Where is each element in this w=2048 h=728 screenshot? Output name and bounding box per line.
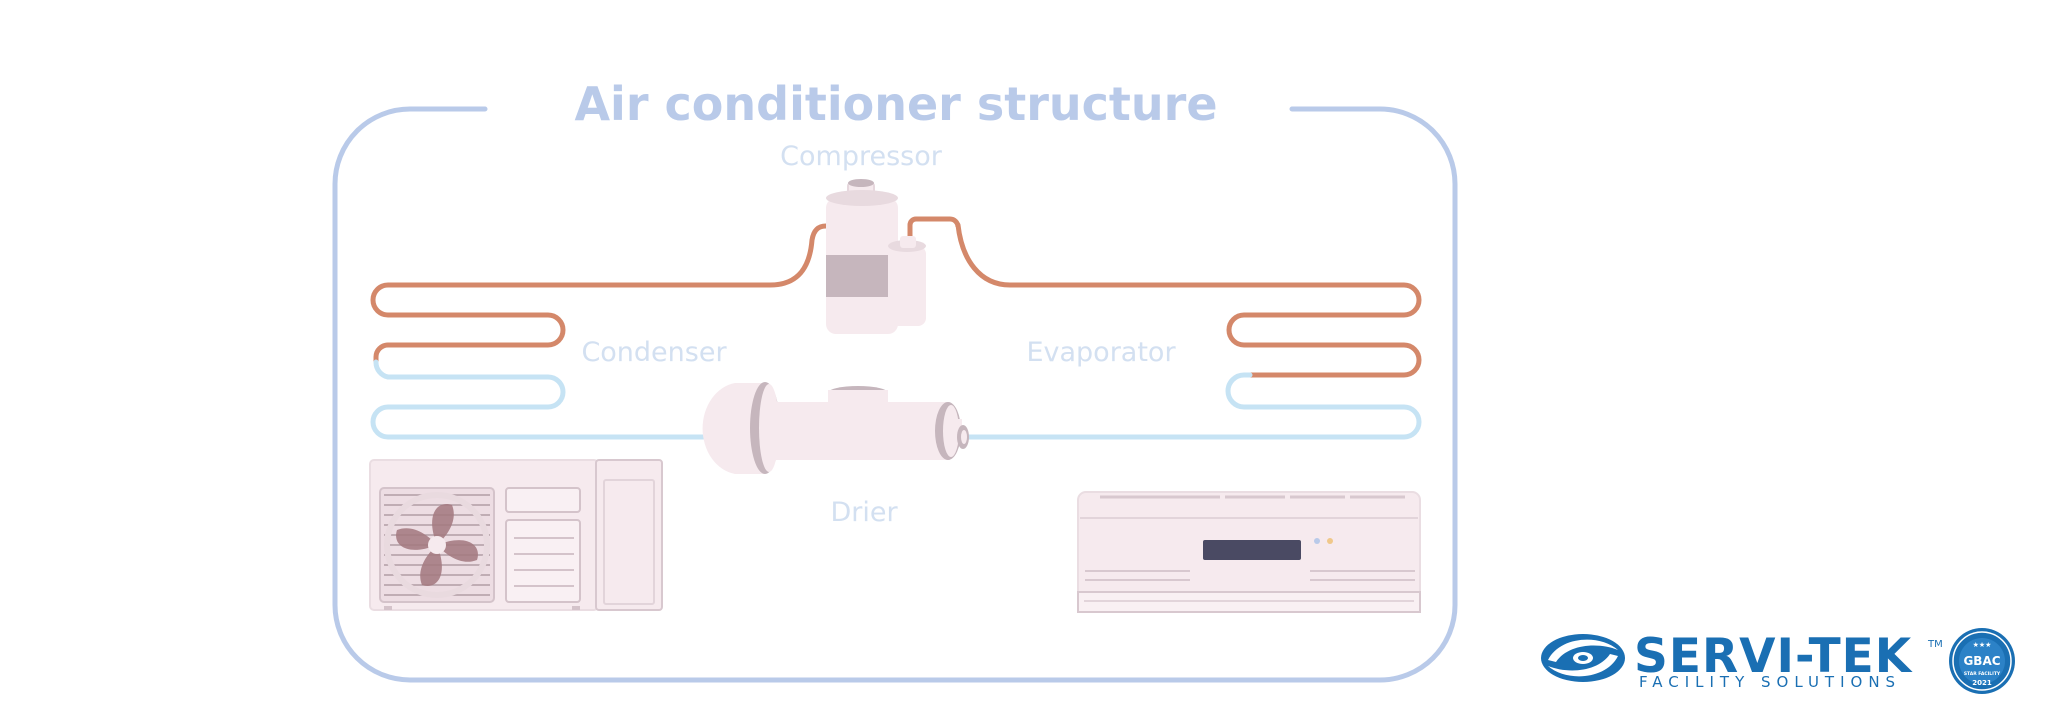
condenser-coil bbox=[370, 282, 773, 440]
badge-name: GBAC bbox=[1963, 654, 2000, 668]
condenser-cold-pipe bbox=[370, 359, 713, 440]
indoor-unit bbox=[1077, 491, 1421, 613]
swirl-icon bbox=[1541, 634, 1625, 682]
compressor-inlet-pipe bbox=[769, 223, 827, 288]
badge-year: 2021 bbox=[1972, 679, 1992, 687]
fan-blades bbox=[396, 504, 478, 586]
brand-name: SERVI-TEK bbox=[1634, 629, 1913, 684]
diagram-title: Air conditioner structure bbox=[574, 77, 1217, 131]
brand-tagline: FACILITY SOLUTIONS bbox=[1639, 673, 1901, 691]
trademark: TM bbox=[1927, 639, 1943, 650]
diagram-frame bbox=[332, 106, 1458, 683]
indoor-unit-display bbox=[1203, 540, 1301, 560]
compressor-unit bbox=[826, 179, 926, 334]
servitek-logo: SERVI-TEK TM FACILITY SOLUTIONS bbox=[1541, 629, 1943, 691]
condenser-hot-pipe bbox=[370, 282, 773, 365]
gbac-badge: ★★★ GBAC STAR FACILITY 2021 bbox=[1949, 628, 2015, 694]
badge-text: STAR FACILITY bbox=[1964, 671, 2001, 677]
drier-label: Drier bbox=[830, 497, 898, 528]
drier-unit bbox=[702, 382, 969, 474]
compressor-label: Compressor bbox=[780, 141, 943, 172]
compressor-outlet-pipe bbox=[907, 216, 961, 240]
condenser-label: Condenser bbox=[581, 337, 727, 368]
evaporator-label: Evaporator bbox=[1026, 337, 1176, 368]
outdoor-unit bbox=[369, 459, 663, 611]
evaporator-hot-pipe bbox=[955, 222, 1422, 378]
evaporator-cold-pipe bbox=[963, 372, 1422, 440]
star-icon: ★★★ bbox=[1973, 641, 1992, 649]
evaporator-coil bbox=[955, 222, 1422, 440]
